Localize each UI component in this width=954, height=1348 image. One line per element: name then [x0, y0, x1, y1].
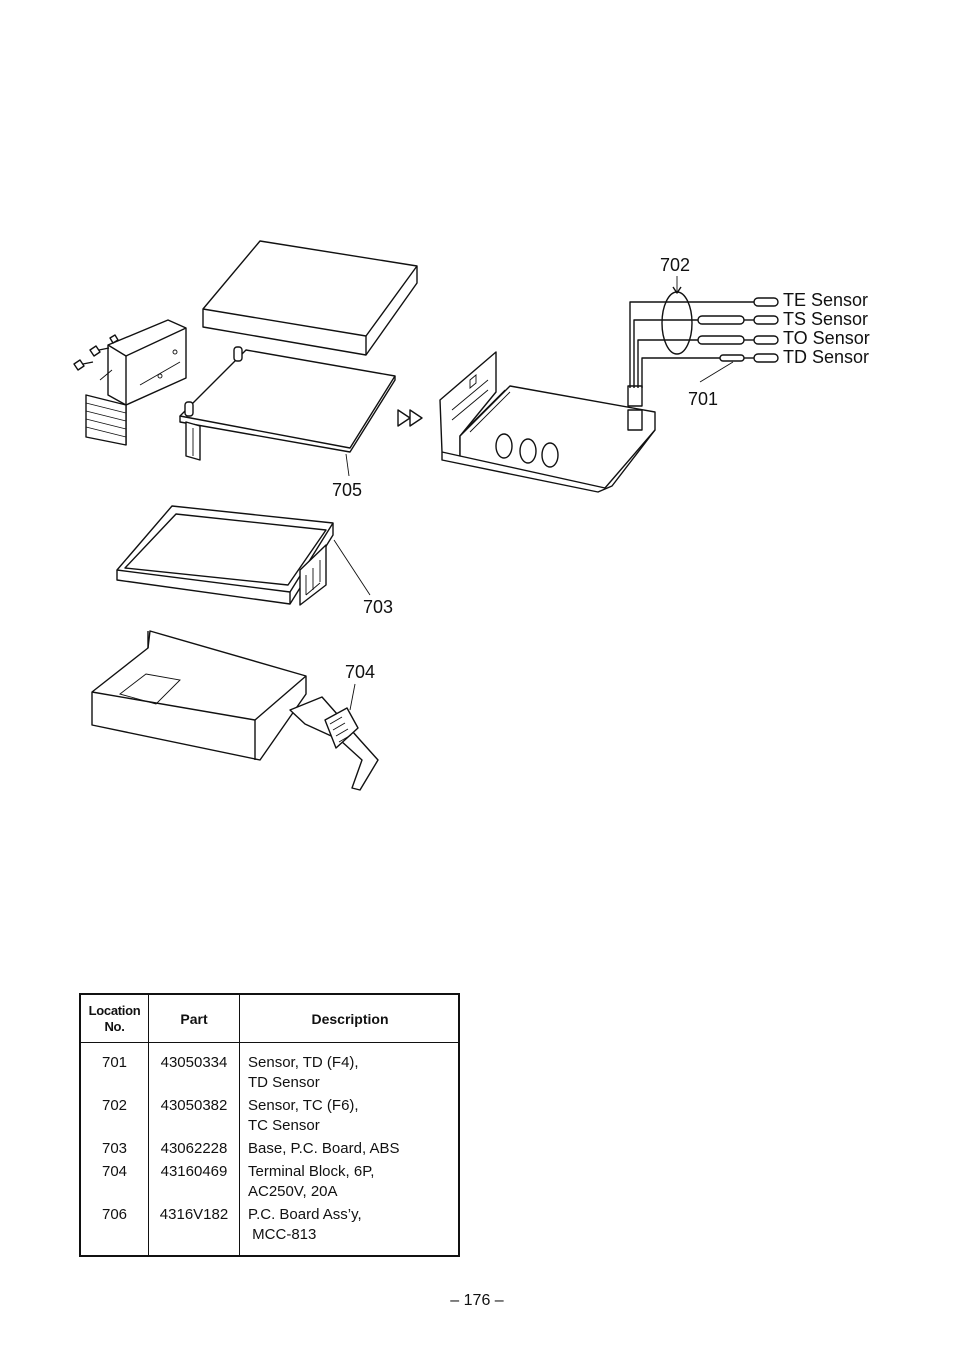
cell-description: P.C. Board Ass’y, MCC-813 [248, 1206, 362, 1243]
callout-705: 705 [332, 480, 362, 500]
callout-704: 704 [345, 662, 375, 682]
parts-table: Location No. Part Description 701 430503… [79, 993, 460, 1257]
cell-location: 706 [101, 1206, 128, 1223]
leader-lines [333, 276, 734, 711]
header-description: Description [311, 1010, 389, 1027]
sensor-wires [629, 291, 779, 388]
header-location-line1: Location [88, 1002, 141, 1018]
screws [73, 334, 119, 371]
cell-location: 703 [101, 1140, 128, 1157]
base-703 [116, 505, 334, 606]
sensor-label-td: TD Sensor [783, 347, 869, 367]
cell-part: 43050334 [160, 1054, 228, 1071]
table-header: Location No. Part Description [81, 995, 458, 1043]
sensor-label-te: TE Sensor [783, 290, 868, 310]
heat-sink [85, 319, 187, 446]
cell-location: 704 [101, 1163, 128, 1180]
sensor-label-to: TO Sensor [783, 328, 870, 348]
column-divider [148, 995, 149, 1255]
exploded-parts-diagram: 702 701 705 703 704 TE Sensor TS Sensor … [73, 240, 870, 791]
cell-part: 43050382 [160, 1097, 228, 1114]
cell-description: Terminal Block, 6P, AC250V, 20A [248, 1163, 375, 1200]
cell-location: 702 [101, 1097, 128, 1114]
pc-board-assembly-706 [397, 351, 656, 493]
cell-description: Sensor, TD (F4), TD Sensor [248, 1054, 359, 1091]
cell-part: 43062228 [160, 1140, 228, 1157]
cell-description: Base, P.C. Board, ABS [248, 1140, 400, 1157]
cell-part: 4316V182 [159, 1206, 229, 1223]
header-location: Location No. [81, 995, 148, 1042]
callout-701: 701 [688, 389, 718, 409]
sensor-label-ts: TS Sensor [783, 309, 868, 329]
header-part: Part [180, 1010, 208, 1027]
column-divider [239, 995, 240, 1255]
pc-board-705 [179, 346, 396, 461]
cover-plate [202, 240, 418, 356]
cell-location: 701 [101, 1054, 128, 1071]
callout-703: 703 [363, 597, 393, 617]
page-number: – 176 – [450, 1292, 504, 1309]
terminal-box-704 [91, 630, 379, 791]
header-location-line2: No. [104, 1018, 125, 1034]
cell-part: 43160469 [160, 1163, 228, 1180]
cell-description: Sensor, TC (F6), TC Sensor [248, 1097, 359, 1134]
callout-702: 702 [660, 255, 690, 275]
